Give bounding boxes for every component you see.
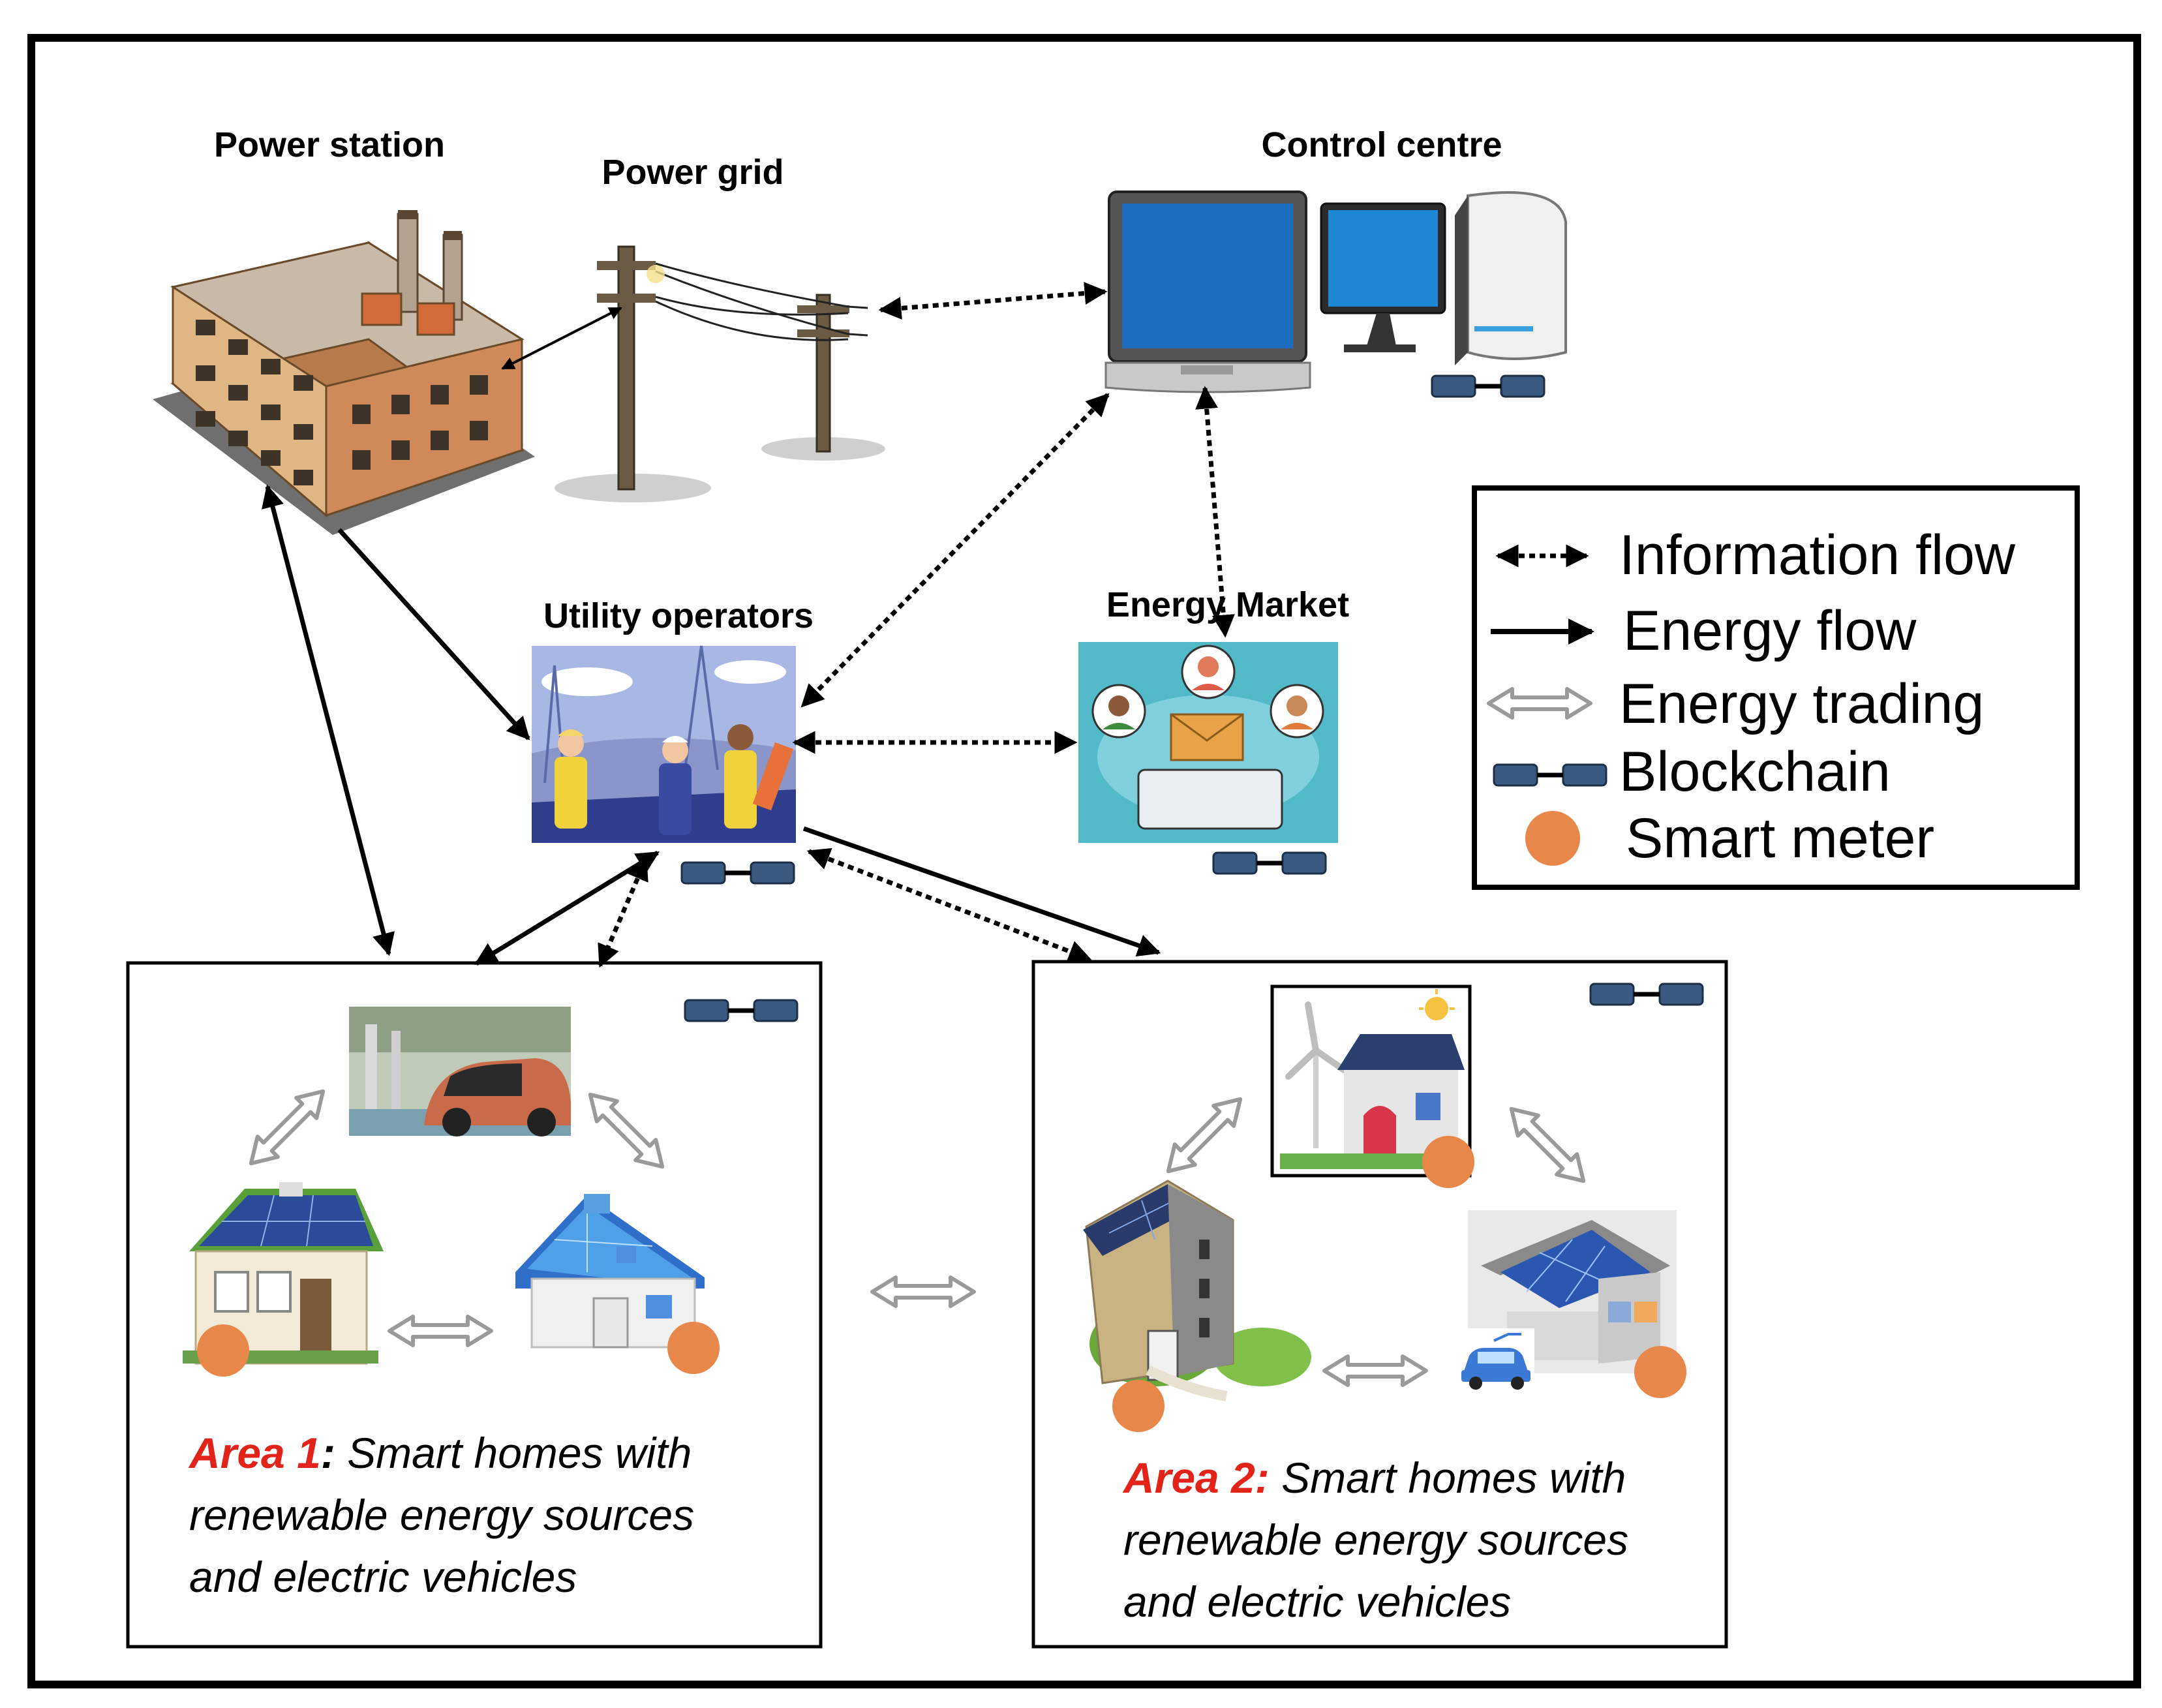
area-1-box bbox=[126, 961, 823, 1649]
smart-meter-house-1 bbox=[197, 1324, 249, 1377]
area-1-colon: : bbox=[321, 1429, 335, 1477]
flow-connectors bbox=[261, 282, 1235, 968]
information-flow-grid-control bbox=[878, 282, 1108, 320]
control-centre-icon bbox=[1104, 191, 1567, 393]
blockchain-icon-energy-market bbox=[1213, 853, 1326, 874]
area-1-line1: Smart homes with bbox=[335, 1429, 692, 1477]
smart-meter-townhouse bbox=[1112, 1380, 1165, 1432]
energy-trading-arrow-a1-left bbox=[241, 1081, 333, 1173]
ev-charging-photo bbox=[349, 1007, 571, 1136]
electric-car-icon bbox=[1456, 1328, 1534, 1391]
energy-market-label: Energy Market bbox=[1106, 585, 1349, 624]
smart-meter-house-ev bbox=[1634, 1346, 1686, 1398]
energy-flow-station-area1 bbox=[261, 484, 395, 956]
power-station-label: Power station bbox=[214, 125, 445, 164]
power-station-icon bbox=[153, 210, 535, 535]
energy-market-icon bbox=[1078, 642, 1338, 843]
legend-energy-trading-label: Energy trading bbox=[1619, 673, 1984, 735]
energy-trading-arrow-a2-left bbox=[1158, 1089, 1250, 1181]
area-2-line2: renewable energy sources bbox=[1123, 1516, 1628, 1564]
area-2-line1: Smart homes with bbox=[1270, 1454, 1626, 1502]
power-grid-icon bbox=[555, 245, 885, 502]
blockchain-icon-control-centre bbox=[1432, 376, 1544, 397]
legend-blockchain-label: Blockchain bbox=[1619, 740, 1891, 803]
energy-trading-arrow-a2-right bbox=[1501, 1099, 1593, 1191]
energy-trading-arrow-a2-bottom bbox=[1324, 1356, 1426, 1385]
energy-flow-utility-area1 bbox=[474, 851, 660, 966]
blockchain-icon-area-1 bbox=[685, 1000, 797, 1021]
area-2-line3: and electric vehicles bbox=[1123, 1578, 1511, 1626]
energy-flow-grid-station bbox=[501, 307, 622, 370]
smart-meter-house-2 bbox=[667, 1322, 720, 1374]
utility-operators-icon bbox=[532, 645, 796, 843]
outer-frame bbox=[27, 34, 2141, 1688]
legend-information-flow-label: Information flow bbox=[1619, 524, 2016, 587]
area-2-title: Area 2: bbox=[1122, 1454, 1270, 1502]
energy-trading-arrow-a1-bottom bbox=[389, 1317, 491, 1345]
information-flow-utility-area2 bbox=[806, 847, 1092, 963]
area-1-line2: renewable energy sources bbox=[189, 1491, 694, 1539]
legend-energy-flow-label: Energy flow bbox=[1623, 600, 1917, 662]
legend-smart-meter-label: Smart meter bbox=[1626, 807, 1934, 870]
blockchain-icon-area-2 bbox=[1591, 984, 1703, 1005]
area-1-line3: and electric vehicles bbox=[189, 1553, 577, 1601]
area-2-box bbox=[1031, 960, 1728, 1649]
area-2-caption: Area 2: Smart homes with renewable energ… bbox=[1122, 1454, 1640, 1626]
energy-flow-utility-area2 bbox=[802, 826, 1161, 957]
energy-trading-arrow-a1-right bbox=[580, 1084, 672, 1176]
smart-meter-house-wind bbox=[1422, 1136, 1474, 1188]
area-1-title: Area 1 bbox=[188, 1429, 321, 1477]
utility-operators-label: Utility operators bbox=[543, 596, 814, 635]
power-grid-label: Power grid bbox=[601, 153, 784, 192]
energy-flow-station-utility bbox=[337, 528, 530, 740]
legend-smart-meter-swatch bbox=[1525, 811, 1580, 866]
information-flow-utility-area1 bbox=[598, 857, 648, 968]
area-1-caption: Area 1: Smart homes with renewable energ… bbox=[188, 1429, 706, 1601]
energy-trading-arrow-between-areas bbox=[872, 1277, 974, 1306]
townhouse-icon bbox=[1083, 1180, 1311, 1401]
control-centre-label: Control centre bbox=[1261, 125, 1502, 164]
house-2-icon bbox=[515, 1194, 705, 1349]
blockchain-icon-utility-operators bbox=[682, 862, 794, 883]
legend: Information flow Energy flow Energy trad… bbox=[1472, 485, 2080, 890]
